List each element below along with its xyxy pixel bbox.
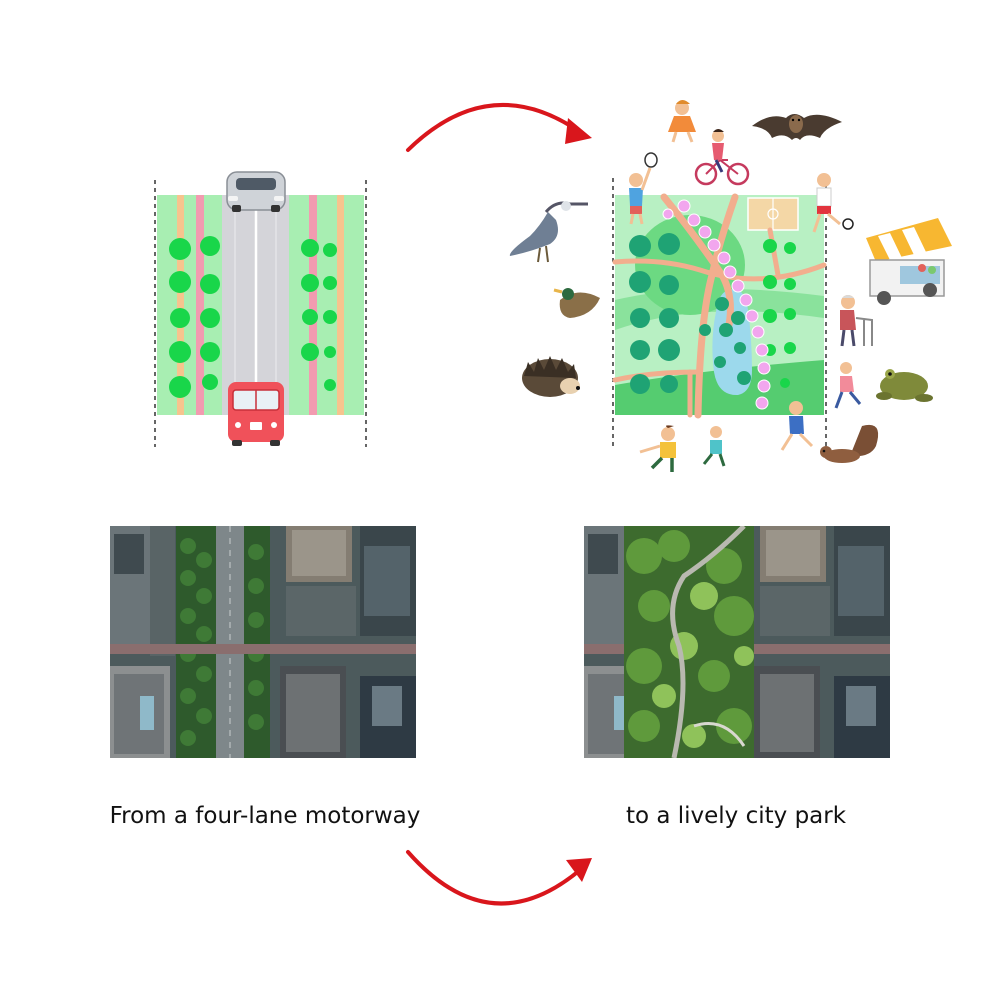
duck-icon	[553, 288, 600, 318]
runner-icon	[834, 362, 862, 409]
blossom-trees	[662, 199, 771, 410]
bat-icon	[752, 114, 842, 140]
park-paths	[612, 193, 827, 419]
football-pitch-icon	[747, 197, 799, 231]
badminton-player-icon	[629, 152, 658, 225]
running-boy-icon	[639, 425, 676, 472]
cyclist-icon	[694, 129, 750, 186]
girl-icon	[668, 100, 696, 143]
caption-after: to a lively city park	[625, 803, 847, 829]
football-icon	[842, 218, 854, 230]
aerial-photo-motorway	[110, 526, 416, 758]
heron-icon	[509, 201, 588, 263]
motorway-diagram	[154, 171, 367, 447]
hedgehog-icon	[522, 356, 580, 397]
left-footpath	[177, 195, 184, 415]
caption-before: From a four-lane motorway	[109, 803, 421, 829]
elderly-walker-icon	[840, 295, 873, 347]
food-cart-icon	[866, 218, 952, 305]
running-child-icon	[702, 426, 726, 467]
aerial-photo-park	[584, 526, 890, 758]
top-curved-arrow-icon	[406, 103, 592, 152]
right-bike-lane	[309, 195, 317, 415]
left-bike-lane	[196, 195, 204, 415]
toad-icon	[876, 369, 933, 402]
bus-icon	[228, 382, 284, 446]
car-icon	[226, 171, 286, 212]
right-trees	[301, 239, 337, 391]
park-diagram	[612, 178, 827, 447]
right-footpath	[337, 195, 344, 415]
squirrel-icon	[820, 424, 879, 463]
park-trees	[629, 233, 751, 394]
left-trees	[169, 236, 220, 398]
jogger-icon	[780, 401, 814, 451]
footballer-icon	[812, 173, 854, 233]
bottom-curved-arrow-icon	[406, 850, 592, 906]
